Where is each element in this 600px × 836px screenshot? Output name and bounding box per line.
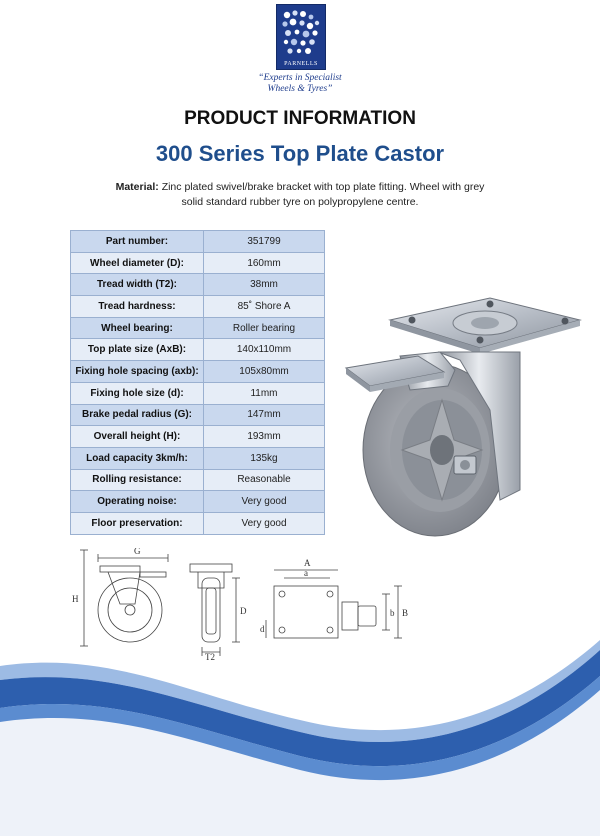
label-H: H: [72, 594, 79, 604]
label-A: A: [304, 558, 311, 568]
label-T2: T2: [205, 652, 215, 660]
spec-label: Tread hardness:: [70, 295, 204, 318]
table-row: Tread width (T2):38mm: [70, 273, 325, 297]
material-label: Material:: [115, 181, 159, 193]
technical-drawings: G H D T2 A a b B d: [72, 548, 408, 660]
label-D: D: [240, 606, 247, 616]
spec-value: 38mm: [203, 273, 325, 297]
spec-value: 160mm: [203, 251, 325, 275]
spec-label: Fixing hole size (d):: [70, 381, 204, 405]
logo-dots-icon: [282, 10, 320, 54]
table-row: Floor preservation:Very good: [70, 511, 325, 535]
table-row: Wheel diameter (D):160mm: [70, 251, 325, 275]
spec-value: 140x110mm: [203, 338, 325, 362]
brand-name: PARNELLS: [284, 61, 318, 67]
spec-label: Overall height (H):: [70, 425, 204, 448]
table-row: Fixing hole spacing (axb):105x80mm: [70, 360, 325, 383]
label-b: b: [390, 608, 395, 618]
spec-label: Load capacity 3km/h:: [70, 446, 204, 470]
spec-value: 105x80mm: [203, 360, 325, 383]
table-row: Wheel bearing:Roller bearing: [70, 316, 325, 340]
table-row: Operating noise:Very good: [70, 490, 325, 513]
spec-label: Wheel bearing:: [70, 316, 204, 340]
table-row: Overall height (H):193mm: [70, 425, 325, 448]
spec-label: Part number:: [70, 230, 204, 253]
brand-tagline-line2: Wheels & Tyres”: [267, 84, 333, 94]
table-row: Part number:351799: [70, 230, 325, 253]
table-row: Tread hardness:85˚ Shore A: [70, 295, 325, 318]
label-B: B: [402, 608, 408, 618]
label-d: d: [260, 624, 265, 634]
spec-value: Very good: [203, 511, 325, 535]
decorative-wave: [0, 640, 600, 836]
spec-value: 193mm: [203, 425, 325, 448]
spec-label: Top plate size (AxB):: [70, 338, 204, 362]
material-description: Material: Zinc plated swivel/brake brack…: [110, 180, 490, 210]
spec-table: Part number:351799 Wheel diameter (D):16…: [70, 230, 325, 535]
spec-value: Roller bearing: [203, 316, 325, 340]
spec-value: 135kg: [203, 446, 325, 470]
spec-value: 147mm: [203, 403, 325, 427]
spec-label: Rolling resistance:: [70, 468, 204, 492]
table-row: Brake pedal radius (G):147mm: [70, 403, 325, 427]
spec-label: Floor preservation:: [70, 511, 204, 535]
spec-label: Fixing hole spacing (axb):: [70, 360, 204, 383]
product-title: 300 Series Top Plate Castor: [155, 141, 445, 166]
table-row: Rolling resistance:Reasonable: [70, 468, 325, 492]
spec-value: Reasonable: [203, 468, 325, 492]
spec-label: Operating noise:: [70, 490, 204, 513]
spec-value: Very good: [203, 490, 325, 513]
table-row: Load capacity 3km/h:135kg: [70, 446, 325, 470]
spec-label: Wheel diameter (D):: [70, 251, 204, 275]
spec-value: 351799: [203, 230, 325, 253]
table-row: Fixing hole size (d):11mm: [70, 381, 325, 405]
parnells-logo: PARNELLS: [276, 4, 326, 70]
page-heading: PRODUCT INFORMATION: [184, 108, 416, 129]
castor-product-image: [344, 297, 582, 537]
spec-value: 11mm: [203, 381, 325, 405]
table-row: Top plate size (AxB):140x110mm: [70, 338, 325, 362]
material-text: Zinc plated swivel/brake bracket with to…: [161, 181, 485, 208]
spec-label: Tread width (T2):: [70, 273, 204, 297]
label-G: G: [134, 548, 141, 556]
spec-value: 85˚ Shore A: [203, 295, 325, 318]
spec-label: Brake pedal radius (G):: [70, 403, 204, 427]
brand-tagline-line1: “Experts in Specialist: [258, 73, 342, 83]
label-a: a: [304, 568, 308, 578]
